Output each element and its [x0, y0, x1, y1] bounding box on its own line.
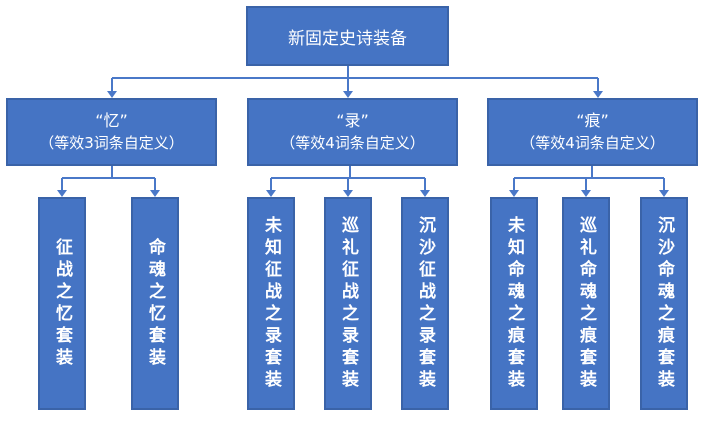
- group-subtitle: （等效4词条自定义）: [280, 134, 425, 152]
- leaf-label: 未知命魂之痕套装: [504, 215, 524, 392]
- group-title: “痕”: [576, 111, 609, 130]
- leaf-node: 未知命魂之痕套装: [490, 197, 538, 410]
- leaf-label: 巡礼命魂之痕套装: [576, 215, 596, 392]
- leaf-node: 沉沙征战之录套装: [401, 197, 449, 410]
- group-subtitle: （等效3词条自定义）: [39, 134, 184, 152]
- leaf-label: 征战之忆套装: [52, 237, 72, 370]
- group-node-hen: “痕” （等效4词条自定义）: [487, 98, 698, 166]
- leaf-node: 巡礼命魂之痕套装: [562, 197, 610, 410]
- group-node-yi: “忆” （等效3词条自定义）: [6, 98, 217, 166]
- leaf-node: 命魂之忆套装: [131, 197, 179, 410]
- leaf-node: 征战之忆套装: [38, 197, 86, 410]
- group-subtitle: （等效4词条自定义）: [520, 134, 665, 152]
- group-title: “录”: [336, 111, 369, 130]
- leaf-node: 沉沙命魂之痕套装: [640, 197, 688, 410]
- leaf-label: 命魂之忆套装: [145, 237, 165, 370]
- root-node: 新固定史诗装备: [246, 6, 449, 66]
- leaf-node: 未知征战之录套装: [247, 197, 295, 410]
- group-node-lu: “录” （等效4词条自定义）: [247, 98, 458, 166]
- group-title: “忆”: [95, 111, 128, 130]
- leaf-node: 巡礼征战之录套装: [324, 197, 372, 410]
- root-label: 新固定史诗装备: [288, 28, 407, 49]
- leaf-label: 巡礼征战之录套装: [338, 215, 358, 392]
- leaf-label: 沉沙征战之录套装: [415, 215, 435, 392]
- leaf-label: 未知征战之录套装: [261, 215, 281, 392]
- leaf-label: 沉沙命魂之痕套装: [654, 215, 674, 392]
